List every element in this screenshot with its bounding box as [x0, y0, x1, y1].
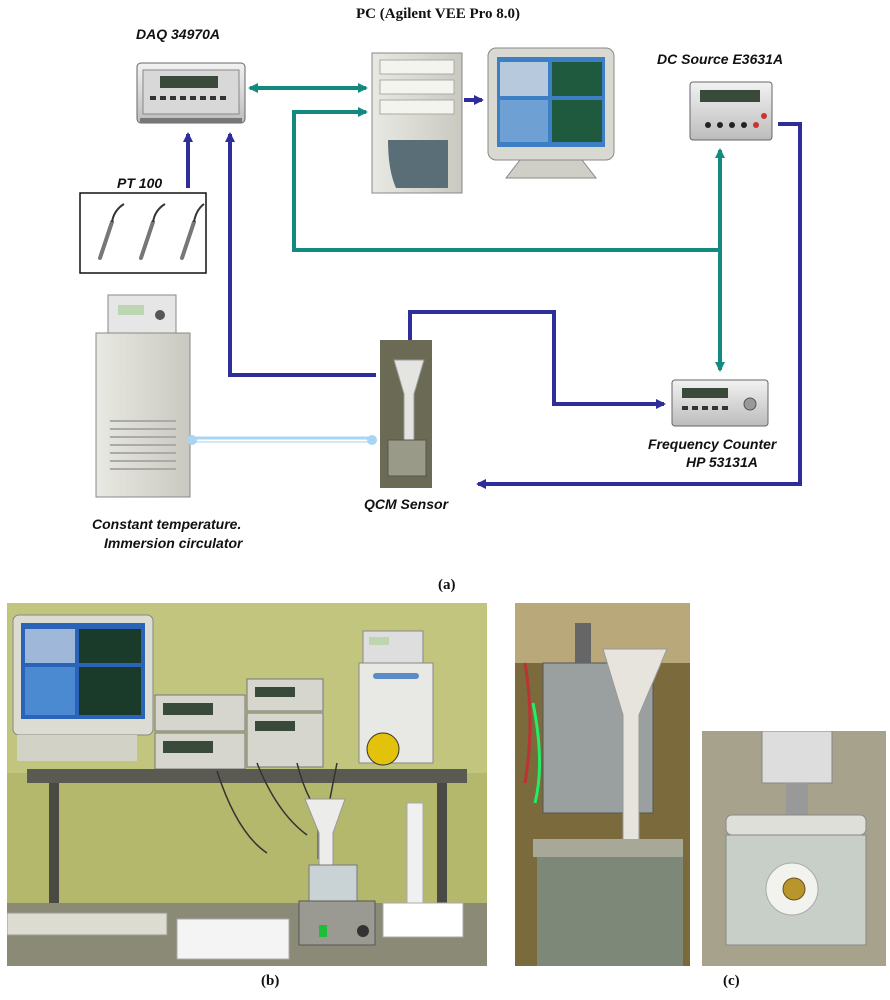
photo-cylinder-icon [406, 802, 424, 904]
caption-b: (b) [261, 973, 280, 989]
frequency-counter-icon [671, 379, 769, 427]
photo-instruments-icon [154, 678, 324, 770]
teal-connections [248, 83, 725, 372]
circulator-label-line2: Immersion circulator [104, 535, 243, 551]
immersion-circulator-icon [95, 294, 191, 498]
pt100-label: PT 100 [117, 175, 163, 191]
pt100-probes-icon [79, 192, 207, 274]
caption-c: (c) [723, 973, 740, 989]
circulator-label-line1: Constant temperature. [92, 516, 242, 532]
photo-stirrer-icon [298, 900, 376, 946]
photo-white-tray-icon [382, 902, 464, 938]
lab-bench-photo [7, 603, 487, 966]
qcm-sensor-label: QCM Sensor [364, 496, 449, 512]
pc-label: PC (Agilent VEE Pro 8.0) [356, 6, 521, 22]
photo-water-cell-icon [537, 857, 683, 966]
tubing-line [187, 435, 377, 445]
cell-closeup-photo [702, 731, 886, 966]
sensor-closeup-photo [515, 603, 690, 966]
caption-a: (a) [438, 577, 456, 593]
pc-tower-icon [371, 52, 463, 194]
photo-monitor-icon [12, 614, 154, 761]
frequency-counter-label: Frequency Counter [648, 436, 777, 452]
photo-keyboard-icon [7, 912, 168, 936]
frequency-counter-model: HP 53131A [686, 454, 758, 470]
daq-label: DAQ 34970A [136, 26, 221, 42]
monitor-icon [487, 47, 615, 179]
setup-diagram [79, 47, 802, 498]
navy-connections [183, 122, 802, 489]
daq-instrument-icon [136, 62, 246, 124]
dc-source-icon [689, 81, 773, 141]
qcm-sensor-icon [380, 340, 432, 488]
dc-source-label: DC Source E3631A [657, 51, 784, 67]
photo-tray-icon [176, 918, 290, 960]
photo-circulator-icon [358, 630, 434, 766]
photo-glass-cell-icon [725, 834, 867, 946]
